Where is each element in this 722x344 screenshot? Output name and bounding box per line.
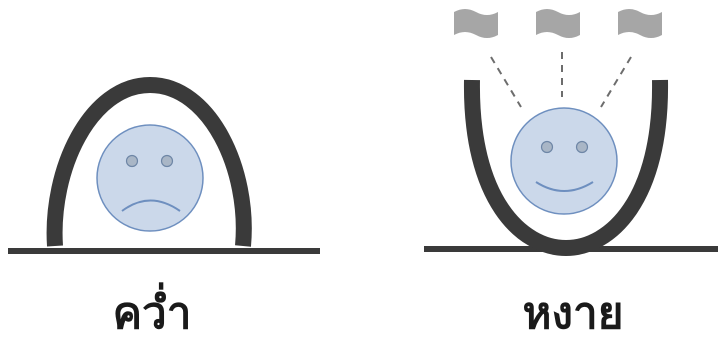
flag-icon: [536, 9, 580, 38]
dashed-guides: [490, 52, 632, 108]
inverted-cup-arch: [46, 76, 252, 247]
flag-icon: [454, 9, 498, 38]
happy-face-smile: [535, 181, 594, 192]
sad-face-right-eye: [160, 154, 174, 168]
upright-cup-bowl: [463, 79, 669, 257]
flag-icon: [618, 9, 662, 38]
upright-cup-illustration: [424, 9, 718, 257]
happy-face-left-eye: [540, 140, 554, 154]
dashed-line-right: [600, 56, 632, 108]
happy-face-right-eye: [575, 140, 589, 154]
happy-face: [510, 107, 618, 215]
sad-face: [96, 124, 204, 232]
flags-group: [454, 9, 662, 38]
sad-face-left-eye: [125, 154, 139, 168]
sad-face-frown: [121, 199, 181, 212]
inverted-cup-illustration: [8, 76, 320, 254]
sad-face-icon: [96, 124, 204, 232]
label-upright: หงาย: [523, 288, 624, 339]
dashed-line-left: [490, 56, 522, 108]
label-inverted: คว่ำ: [113, 282, 192, 339]
happy-face-icon: [510, 107, 618, 215]
